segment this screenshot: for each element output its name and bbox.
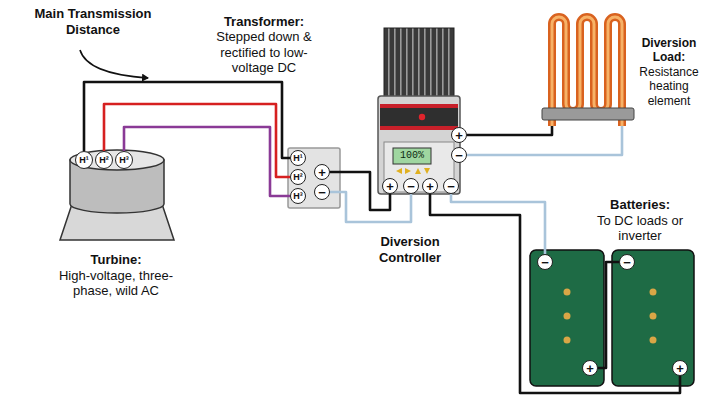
battery: [530, 250, 604, 386]
wire: [467, 126, 622, 155]
battery-dot: [650, 337, 657, 344]
terminal-label: +: [455, 129, 463, 142]
battery-dot: [564, 313, 571, 320]
diversion-controller: 100%Diversion Controller+−+−+−: [378, 28, 460, 194]
terminal-label: +: [386, 180, 394, 193]
terminal-label: H²: [99, 156, 109, 165]
part-description: Resistance heating element: [638, 65, 700, 108]
indicator-light: [419, 114, 425, 120]
terminal: +: [422, 178, 438, 194]
terminal: +: [582, 360, 598, 376]
lcd-holder: 100%: [393, 148, 431, 164]
part-heading: Turbine:: [56, 252, 176, 268]
terminal: H¹: [75, 151, 93, 169]
terminal: −: [443, 178, 459, 194]
terminal-label: H²: [293, 173, 303, 182]
terminal: −: [314, 184, 330, 200]
terminal-label: −: [407, 180, 415, 193]
terminal: +: [672, 360, 688, 376]
part-heading: Batteries:: [580, 197, 700, 213]
button-arrow: [396, 168, 402, 174]
terminal-label: +: [676, 362, 684, 375]
terminal: −: [403, 178, 419, 194]
terminal-label: −: [447, 180, 455, 193]
battery: [612, 250, 694, 386]
terminal-label: −: [541, 256, 549, 269]
part-description: To DC loads or inverter: [580, 213, 700, 244]
part-heading: Diversion Load:: [638, 36, 700, 65]
red-stripe: [380, 126, 458, 130]
wire: [84, 82, 290, 158]
terminal-label: +: [318, 166, 326, 179]
wire: [467, 126, 552, 135]
terminal: −: [537, 254, 553, 270]
battery-dot: [650, 289, 657, 296]
leader-arrow: [80, 50, 148, 78]
button-arrow: [415, 168, 421, 174]
terminal: +: [314, 164, 330, 180]
terminal: +: [451, 127, 467, 143]
terminal: H²: [290, 169, 306, 185]
terminal-label: −: [318, 186, 326, 199]
heating-element: Diversion Load:Resistance heating elemen…: [542, 10, 634, 126]
wire: [451, 194, 545, 254]
node-caption: Batteries:To DC loads or inverter: [580, 197, 700, 244]
button-arrow: [424, 168, 430, 174]
wire: [104, 104, 290, 177]
callout-label: Main Transmission Distance: [18, 6, 168, 37]
heatsink-fins: [384, 28, 454, 100]
lcd-screen: [393, 148, 431, 164]
part-description: Stepped down & rectified to low-voltage …: [208, 29, 320, 76]
terminal: −: [619, 254, 635, 270]
terminal-label: −: [623, 256, 631, 269]
button-arrow: [405, 168, 411, 174]
terminal-label: −: [455, 149, 463, 162]
terminal-label: +: [426, 180, 434, 193]
terminal-label: H³: [293, 192, 303, 201]
terminal: H²: [95, 151, 113, 169]
controller-body: [378, 96, 460, 194]
lcd-reading: 100%: [400, 151, 424, 161]
wire: [598, 262, 619, 368]
terminal-label: +: [586, 362, 594, 375]
node-caption: Diversion Controller: [360, 234, 460, 265]
part-heading: Transformer:: [208, 14, 320, 30]
node-caption: Turbine:High-voltage, three-phase, wild …: [56, 252, 176, 299]
part-heading: Diversion Controller: [360, 234, 460, 265]
battery-dot: [564, 289, 571, 296]
wire: [124, 127, 290, 196]
wire: [330, 192, 411, 222]
battery-dot: [650, 313, 657, 320]
element-bracket: [542, 108, 634, 120]
terminal: −: [451, 147, 467, 163]
turbine: Turbine:High-voltage, three-phase, wild …: [60, 148, 174, 242]
turbine-top: [70, 150, 164, 170]
terminal: H¹: [290, 150, 306, 166]
battery-dot: [564, 337, 571, 344]
terminal: H³: [290, 188, 306, 204]
terminal: H³: [115, 151, 133, 169]
transformer: Transformer:Stepped down & rectified to …: [288, 148, 340, 208]
red-stripe: [380, 104, 458, 108]
transformer-housing: [288, 148, 340, 208]
terminal-label: H¹: [79, 156, 89, 165]
node-caption: Transformer:Stepped down & rectified to …: [208, 14, 320, 76]
terminal-label: H¹: [293, 154, 303, 163]
node-caption: Diversion Load:Resistance heating elemen…: [638, 36, 700, 108]
part-description: High-voltage, three-phase, wild AC: [56, 268, 176, 299]
battery-bank: Batteries:To DC loads or inverter−+−+: [528, 248, 696, 388]
terminal-label: H³: [119, 156, 129, 165]
terminal: +: [382, 178, 398, 194]
dark-band: [380, 108, 458, 126]
